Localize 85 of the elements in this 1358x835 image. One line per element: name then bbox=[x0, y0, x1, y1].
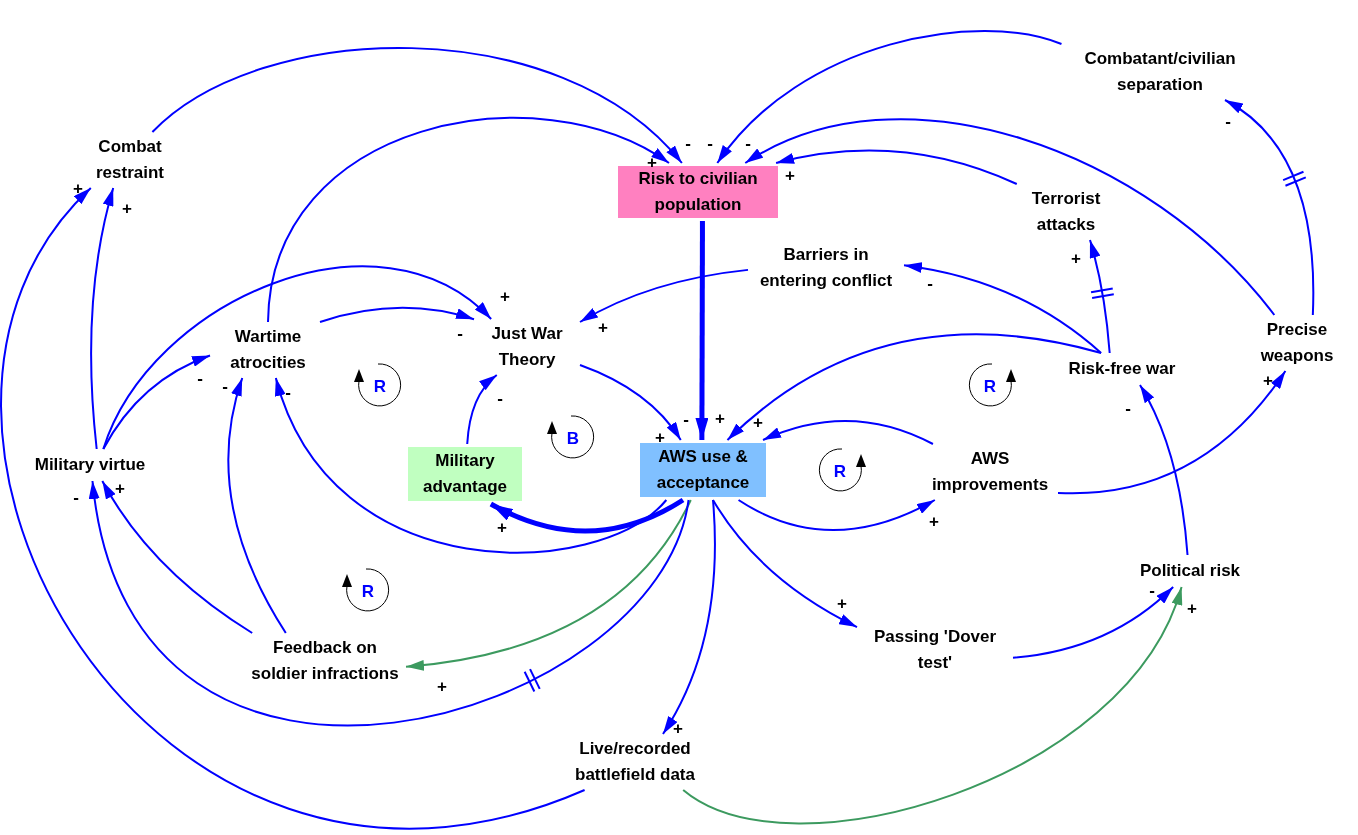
causal-arrow bbox=[90, 187, 115, 450]
causal-arrow bbox=[274, 377, 668, 554]
polarity-sign: + bbox=[1263, 371, 1273, 389]
causal-arrow bbox=[1224, 99, 1315, 316]
variable-label: Barriers in entering conflict bbox=[751, 243, 901, 293]
polarity-sign: - bbox=[222, 377, 228, 395]
causal-arrow bbox=[101, 480, 254, 634]
variable-label: Terrorist attacks bbox=[1016, 187, 1116, 237]
polarity-sign: - bbox=[927, 274, 933, 292]
variable-label: Combat restraint bbox=[80, 135, 180, 185]
variable-label: Combatant/civilian separation bbox=[1060, 47, 1260, 97]
variable-label: AWS improvements bbox=[925, 447, 1055, 497]
variable-label: Political risk bbox=[1125, 558, 1255, 584]
polarity-sign: - bbox=[285, 383, 291, 401]
causal-arrow bbox=[489, 497, 685, 534]
variable-box: Military advantage bbox=[408, 447, 522, 501]
variable-label: Wartime atrocities bbox=[213, 325, 323, 375]
causal-arrow bbox=[662, 499, 716, 735]
polarity-sign: - bbox=[497, 389, 503, 407]
causal-arrow bbox=[903, 262, 1103, 354]
causal-arrow bbox=[0, 187, 586, 829]
polarity-sign: + bbox=[673, 719, 683, 737]
variable-label: Live/recorded battlefield data bbox=[555, 737, 715, 787]
polarity-sign: + bbox=[122, 199, 132, 217]
causal-arrow bbox=[1139, 384, 1189, 556]
polarity-sign: - bbox=[1125, 399, 1131, 417]
causal-arrow bbox=[151, 47, 683, 164]
loop-type-label: R bbox=[361, 582, 375, 600]
causal-arrow bbox=[102, 265, 493, 450]
polarity-sign: + bbox=[837, 594, 847, 612]
polarity-sign: + bbox=[73, 179, 83, 197]
polarity-sign: - bbox=[457, 324, 463, 342]
polarity-sign: - bbox=[685, 134, 691, 152]
causal-arrow bbox=[716, 29, 1063, 164]
causal-arrow bbox=[712, 499, 858, 629]
loop-type-label: R bbox=[983, 377, 997, 395]
causal-arrow bbox=[1089, 239, 1111, 354]
polarity-sign: + bbox=[929, 512, 939, 530]
polarity-sign: - bbox=[707, 134, 713, 152]
variable-box: Risk to civilian population bbox=[618, 166, 778, 218]
variable-label: Feedback on soldier infractions bbox=[247, 636, 403, 686]
causal-arrow bbox=[775, 149, 1018, 185]
variable-label: Passing 'Dover test' bbox=[860, 625, 1010, 675]
polarity-sign: - bbox=[683, 410, 689, 428]
causal-arrow bbox=[102, 354, 211, 450]
polarity-sign: + bbox=[785, 166, 795, 184]
polarity-sign: - bbox=[197, 369, 203, 387]
polarity-sign: + bbox=[715, 409, 725, 427]
polarity-sign: - bbox=[1225, 112, 1231, 130]
loop-type-label: R bbox=[373, 377, 387, 395]
causal-arrow bbox=[1012, 586, 1175, 659]
polarity-sign: - bbox=[1149, 581, 1155, 599]
causal-arrow bbox=[695, 221, 709, 440]
variable-box: AWS use & acceptance bbox=[640, 443, 766, 497]
causal-arrow bbox=[319, 306, 475, 323]
variable-label: Risk-free war bbox=[1052, 356, 1192, 382]
causal-arrow bbox=[579, 268, 749, 323]
causal-arrow bbox=[682, 586, 1183, 825]
causal-arrow bbox=[466, 374, 498, 445]
causal-arrow bbox=[90, 480, 690, 726]
polarity-sign: + bbox=[500, 287, 510, 305]
polarity-sign: + bbox=[753, 413, 763, 431]
polarity-sign: + bbox=[115, 479, 125, 497]
polarity-sign: + bbox=[598, 318, 608, 336]
polarity-sign: + bbox=[437, 677, 447, 695]
polarity-sign: + bbox=[497, 518, 507, 536]
polarity-sign: - bbox=[73, 488, 79, 506]
variable-label: Precise weapons bbox=[1247, 318, 1347, 368]
causal-arrow bbox=[1057, 370, 1287, 495]
polarity-sign: - bbox=[745, 134, 751, 152]
causal-arrow bbox=[579, 364, 682, 441]
variable-label: Military virtue bbox=[15, 452, 165, 478]
causal-arrow bbox=[405, 499, 692, 671]
causal-arrow bbox=[744, 118, 1276, 316]
causal-arrow bbox=[267, 117, 670, 323]
causal-arrow bbox=[227, 377, 287, 634]
polarity-sign: + bbox=[655, 428, 665, 446]
causal-arrow bbox=[737, 499, 936, 531]
variable-label: Just War Theory bbox=[477, 322, 577, 372]
polarity-sign: + bbox=[1187, 599, 1197, 617]
loop-type-label: B bbox=[566, 429, 580, 447]
loop-type-label: R bbox=[833, 462, 847, 480]
causal-arrow bbox=[726, 333, 1103, 441]
causal-arrow bbox=[762, 420, 934, 445]
polarity-sign: + bbox=[1071, 249, 1081, 267]
